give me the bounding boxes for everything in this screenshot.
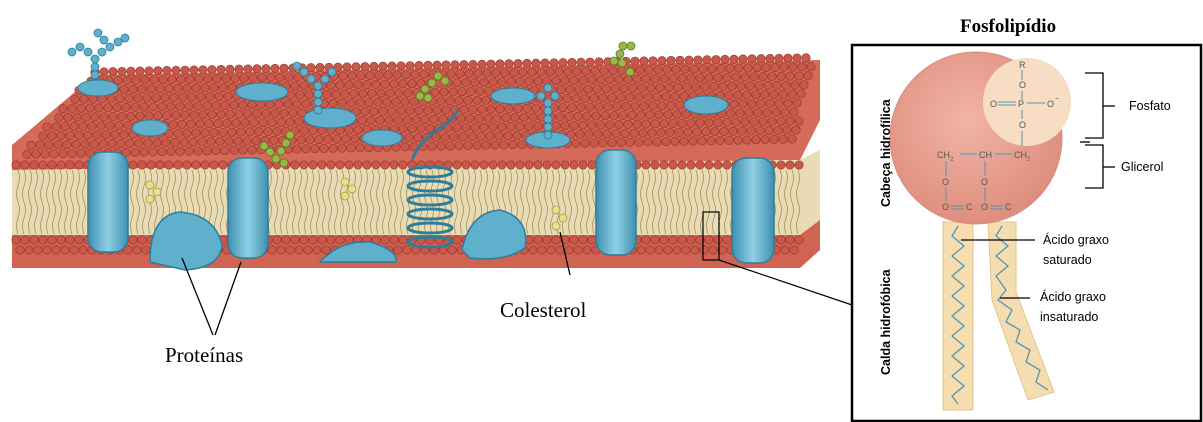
chem-o-e2: O [981,202,988,212]
glycerol-label: Glicerol [1121,160,1163,174]
protein-channel-far-right [732,158,774,263]
chem-minus: − [1055,96,1059,103]
protein-top-3 [132,120,168,136]
protein-channel-right [596,150,636,255]
hydrophilic-head-label: Cabeça hidrofílica [879,98,893,207]
panel-title: Fosfolipídio [960,16,1056,37]
chem-o-g2: O [981,177,988,187]
protein-top-4 [304,108,356,128]
chem-o-g1: O [942,177,949,187]
proteins-pointer-right [215,262,241,335]
proteins-pointer-left [182,258,213,335]
chem-c-1: C [966,202,973,212]
protein-top-5 [362,130,402,146]
chem-o-left: O [990,99,997,109]
protein-top-2 [236,83,288,101]
protein-channel-left [88,152,128,252]
saturated-label-line2: saturado [1043,253,1092,267]
chem-o-e1: O [942,202,949,212]
proteins-label: Proteínas [165,343,243,367]
unsaturated-label-line2: insaturado [1040,310,1098,324]
chem-c-2: C [1005,202,1012,212]
protein-top-1 [78,80,118,96]
chem-o-bottom: O [1019,120,1026,130]
chem-ch: CH [979,150,992,160]
chem-o-minus: O [1047,99,1054,109]
protein-top-7 [684,96,728,114]
protein-channel-center-left [228,158,268,258]
phosphate-label: Fosfato [1129,99,1171,113]
chem-r: R [1019,60,1026,70]
saturated-label-line1: Ácido graxo [1043,232,1109,247]
cell-membrane [12,54,820,268]
hydrophobic-tail-label: Calda hidrofóbica [879,268,893,375]
protein-top-6 [491,88,535,104]
unsaturated-label-line1: Ácido graxo [1040,289,1106,304]
cholesterol-label: Colesterol [500,298,586,322]
chem-o-top: O [1019,80,1026,90]
chem-p: P [1018,99,1024,109]
